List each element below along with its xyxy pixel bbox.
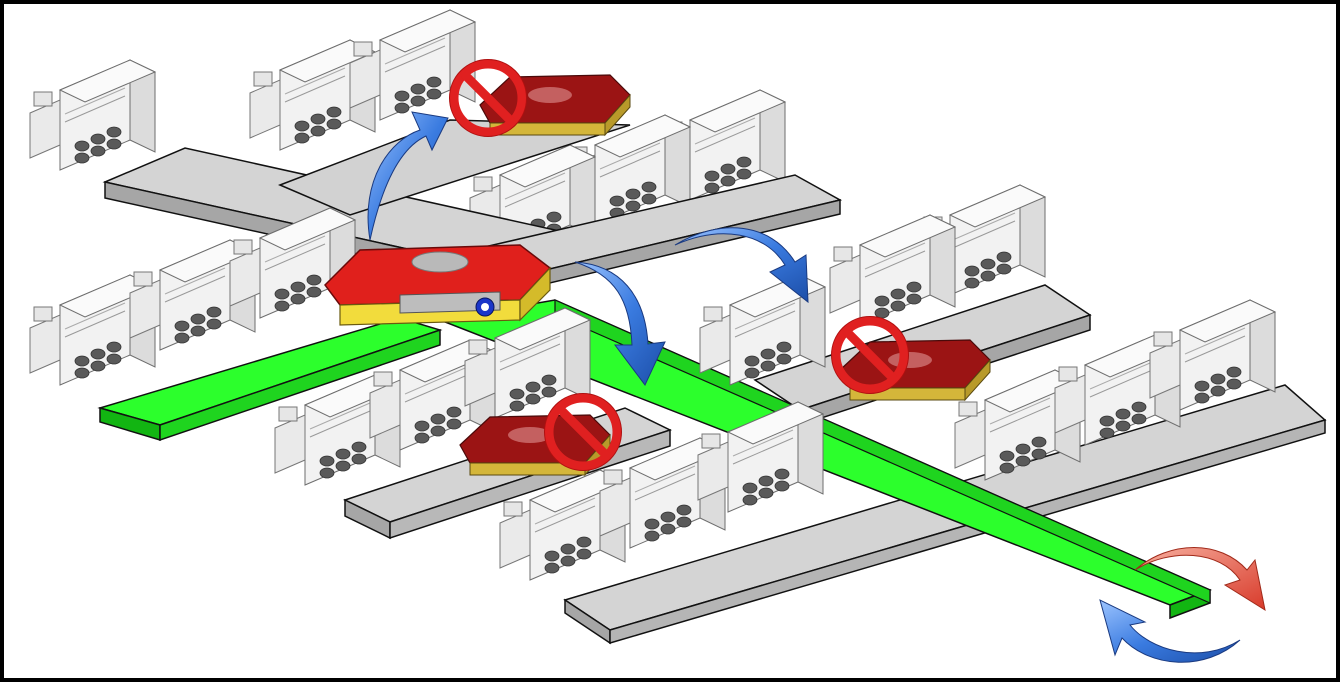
main-agv xyxy=(325,245,550,325)
